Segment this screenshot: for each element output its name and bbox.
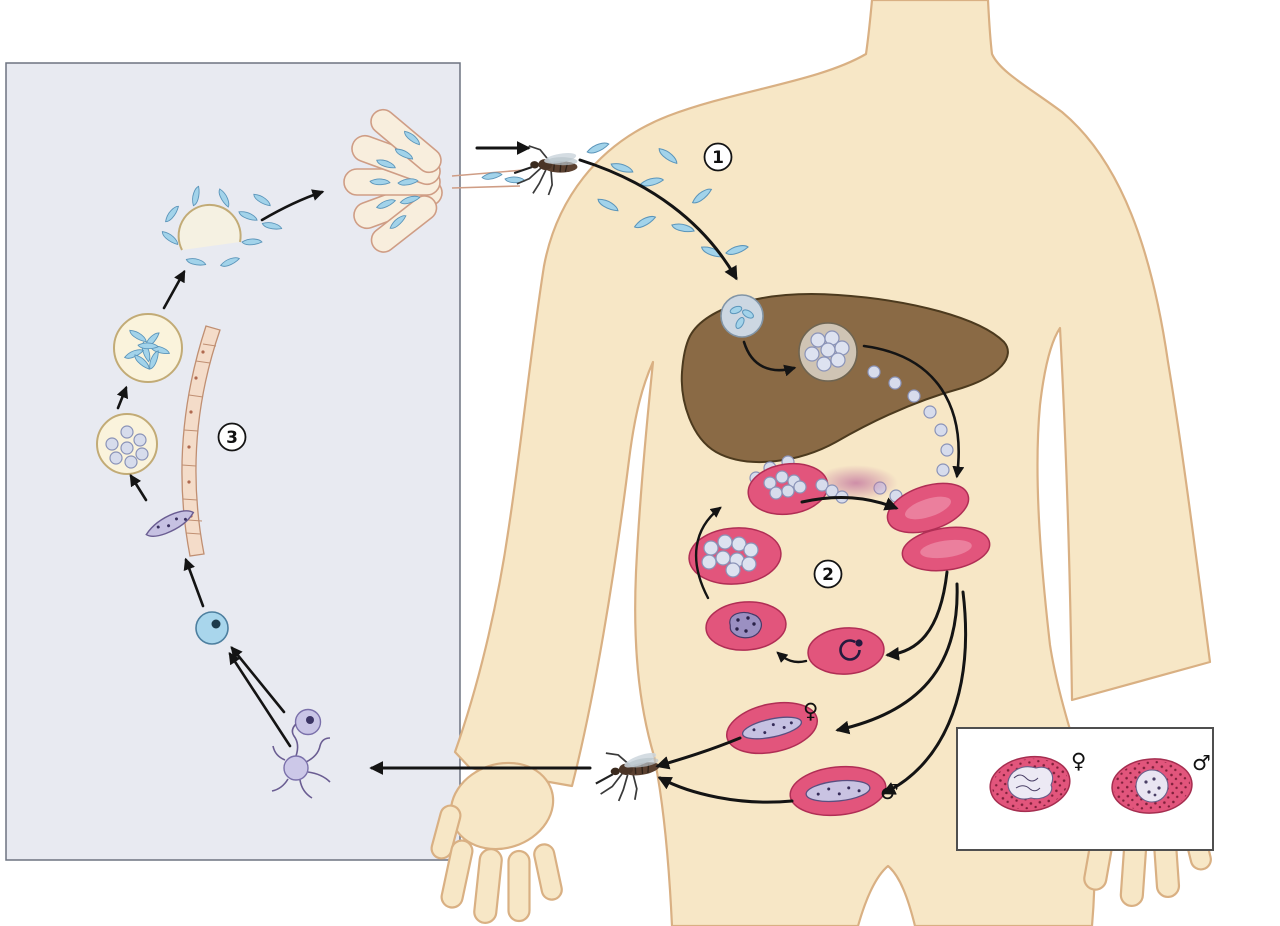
ruptured-oocyst <box>160 185 283 269</box>
trophozoite-rbc <box>705 601 787 651</box>
arrow-ookinete-to-oocyst <box>129 473 148 502</box>
arrow-zygote-to-ookinete <box>183 557 205 608</box>
female-gamete-cell <box>294 708 322 736</box>
schizont-rbc <box>688 527 782 585</box>
step-marker-3: 3 <box>217 422 247 452</box>
arrow-ring-to-trophozoite <box>776 651 808 664</box>
arrow-to-female-gametocyte <box>835 582 959 735</box>
zygote-nucleus <box>211 619 221 629</box>
arrow-female-to-mosquito <box>655 736 742 770</box>
arrow-male-to-mosquito <box>657 776 794 804</box>
ookinete <box>145 510 195 537</box>
zygote <box>195 611 229 645</box>
arrow-hepatocyte-to-schizont <box>742 340 797 377</box>
arrow-merozoites-to-rbc <box>800 495 899 511</box>
arrow-oocyst-to-rupture <box>162 269 186 310</box>
body-outline <box>453 0 1212 926</box>
inset-male-gametocyte: ♂ <box>1111 751 1211 814</box>
flow-arrows <box>116 141 968 804</box>
female-gametocyte-symbol: ♀ <box>803 699 818 723</box>
salivary-glands <box>343 108 526 253</box>
mosquito-biting-shoulder <box>511 143 581 199</box>
arrow-rbc-to-ring <box>885 570 949 661</box>
step-marker-2: 2 <box>813 559 843 589</box>
male-gametocyte-rbc <box>789 765 887 817</box>
infected-hepatocyte <box>720 294 764 338</box>
salivary-duct <box>451 169 525 189</box>
rbc-pair <box>886 482 991 572</box>
inset-female-symbol: ♀ <box>1071 749 1086 773</box>
inset-female-gametocyte: ♀ <box>989 749 1086 813</box>
arrow-to-male-gametocyte <box>881 590 968 795</box>
arrow-mosquito-to-liver <box>578 158 738 281</box>
male-gametocyte-symbol: ♂ <box>880 780 899 804</box>
arrow-schizont-to-rupture <box>695 506 722 600</box>
step-3-label: 3 <box>226 428 238 448</box>
inset-male-symbol: ♂ <box>1192 751 1211 775</box>
mature-oocyst <box>113 313 183 383</box>
arrow-oocyst-growth <box>116 385 128 410</box>
arrow-male-gamete-to-zygote <box>228 651 292 748</box>
step-1-label: 1 <box>712 148 724 168</box>
arrow-rupture-to-gland <box>260 189 325 222</box>
arrow-female-gamete-to-zygote <box>230 646 286 714</box>
liver-schizont <box>798 322 858 382</box>
young-oocyst <box>96 413 158 475</box>
mosquito-taking-blood-meal <box>592 748 664 804</box>
ring-stage-rbc <box>807 627 885 675</box>
gametocyte-inset: ♀ ♂ <box>956 727 1214 851</box>
liver <box>680 293 1009 463</box>
step-marker-1: 1 <box>703 142 733 172</box>
step-2-label: 2 <box>822 565 834 585</box>
left-hand <box>430 761 563 924</box>
exflagellating-male-gamete <box>271 723 331 799</box>
arrow-liver-to-blood <box>862 344 965 479</box>
female-gametocyte-rbc <box>725 701 819 755</box>
